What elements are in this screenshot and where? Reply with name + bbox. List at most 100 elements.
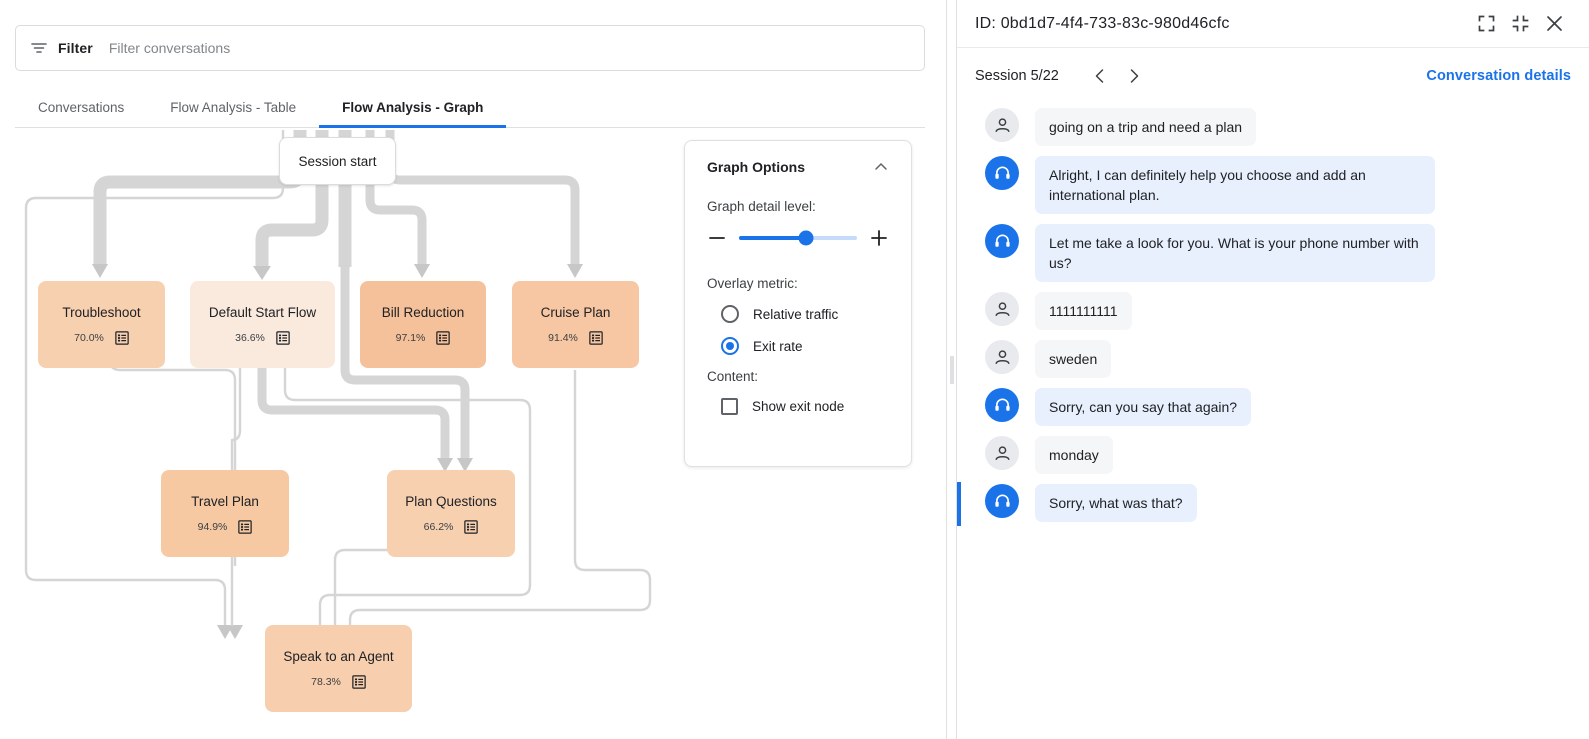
graph-detail-level-label: Graph detail level: bbox=[707, 199, 816, 214]
graph-detail-slider[interactable] bbox=[739, 230, 857, 246]
list-view-icon[interactable] bbox=[115, 330, 129, 345]
chevron-left-icon[interactable] bbox=[1083, 59, 1117, 93]
session-counter: Session 5/22 bbox=[975, 68, 1059, 84]
checkbox-label: Show exit node bbox=[752, 399, 845, 414]
node-title: Bill Reduction bbox=[381, 304, 465, 320]
message-bubble: monday bbox=[1035, 436, 1113, 474]
node-title: Travel Plan bbox=[191, 493, 259, 509]
checkbox-show-exit-node[interactable]: Show exit node bbox=[721, 398, 889, 415]
list-view-icon[interactable] bbox=[589, 330, 603, 345]
user-avatar-icon bbox=[985, 436, 1019, 470]
graph-detail-slider-row bbox=[707, 228, 889, 248]
overlay-metric-label: Overlay metric: bbox=[707, 276, 798, 291]
agent-avatar-icon bbox=[985, 224, 1019, 258]
list-view-icon[interactable] bbox=[352, 674, 366, 689]
message-row: going on a trip and need a plan bbox=[975, 108, 1571, 146]
graph-node-speak-to-an-agent[interactable]: Speak to an Agent 78.3% bbox=[265, 625, 412, 712]
message-row: Sorry, can you say that again? bbox=[975, 388, 1571, 426]
user-avatar-icon bbox=[985, 108, 1019, 142]
filter-icon bbox=[31, 43, 47, 53]
fullscreen-icon[interactable] bbox=[1469, 7, 1503, 41]
graph-node-session-start[interactable]: Session start bbox=[279, 137, 396, 185]
message-row: Alright, I can definitely help you choos… bbox=[975, 156, 1571, 214]
node-title: Cruise Plan bbox=[540, 304, 611, 320]
agent-avatar-icon bbox=[985, 484, 1019, 518]
filter-label: Filter bbox=[58, 40, 93, 56]
graph-node-cruise-plan[interactable]: Cruise Plan 91.4% bbox=[512, 281, 639, 368]
message-bubble: Let me take a look for you. What is your… bbox=[1035, 224, 1435, 282]
session-navigation-bar: Session 5/22 Conversation details bbox=[957, 48, 1589, 104]
node-exit-rate: 36.6% bbox=[235, 331, 265, 344]
message-row: sweden bbox=[975, 340, 1571, 378]
plus-icon[interactable] bbox=[869, 228, 889, 248]
message-row: monday bbox=[975, 436, 1571, 474]
message-bubble: Sorry, can you say that again? bbox=[1035, 388, 1252, 426]
node-meta: 78.3% bbox=[311, 674, 366, 689]
node-meta: 97.1% bbox=[395, 330, 451, 345]
graph-options-header: Graph Options bbox=[707, 159, 889, 175]
tab-flow-analysis-graph[interactable]: Flow Analysis - Graph bbox=[319, 88, 507, 128]
flow-analysis-pane: Filter Conversations Flow Analysis - Tab… bbox=[0, 25, 946, 739]
collapse-icon[interactable] bbox=[1503, 7, 1537, 41]
node-meta: 94.9% bbox=[197, 519, 253, 534]
checkbox-unchecked[interactable] bbox=[721, 398, 738, 415]
message-row-highlighted: Sorry, what was that? bbox=[957, 482, 1571, 526]
list-view-icon[interactable] bbox=[276, 330, 290, 345]
node-meta: 70.0% bbox=[74, 330, 129, 345]
message-bubble: going on a trip and need a plan bbox=[1035, 108, 1257, 146]
graph-options-panel: Graph Options Graph detail level: bbox=[684, 140, 912, 467]
close-icon[interactable] bbox=[1537, 7, 1571, 41]
node-meta: 36.6% bbox=[235, 330, 290, 345]
list-view-icon[interactable] bbox=[464, 519, 479, 534]
message-bubble: sweden bbox=[1035, 340, 1112, 378]
graph-node-travel-plan[interactable]: Travel Plan 94.9% bbox=[161, 470, 289, 557]
slider-fill bbox=[739, 236, 807, 240]
tab-flow-analysis-table[interactable]: Flow Analysis - Table bbox=[170, 100, 297, 115]
conversation-detail-pane: ID: 0bd1d7-4f4-733-83c-980d46cfc bbox=[957, 0, 1589, 739]
node-meta: 66.2% bbox=[423, 519, 479, 534]
message-row: Let me take a look for you. What is your… bbox=[975, 224, 1571, 282]
message-list[interactable]: going on a trip and need a plan Alright,… bbox=[957, 104, 1589, 739]
graph-node-bill-reduction[interactable]: Bill Reduction 97.1% bbox=[360, 281, 486, 368]
node-exit-rate: 70.0% bbox=[74, 331, 104, 344]
node-exit-rate: 97.1% bbox=[395, 331, 426, 344]
resize-grip-icon bbox=[949, 355, 954, 384]
radio-button-selected[interactable] bbox=[721, 337, 739, 355]
node-title: Plan Questions bbox=[405, 493, 497, 509]
node-exit-rate: 91.4% bbox=[548, 331, 578, 344]
graph-node-troubleshoot[interactable]: Troubleshoot 70.0% bbox=[38, 281, 165, 368]
slider-thumb[interactable] bbox=[798, 230, 814, 246]
user-avatar-icon bbox=[985, 340, 1019, 374]
minus-icon[interactable] bbox=[707, 228, 727, 248]
node-title: Troubleshoot bbox=[62, 304, 141, 320]
user-avatar-icon bbox=[985, 292, 1019, 326]
agent-avatar-icon bbox=[985, 156, 1019, 190]
tab-conversations[interactable]: Conversations bbox=[38, 100, 125, 115]
chevron-right-icon[interactable] bbox=[1117, 59, 1151, 93]
graph-node-default-start-flow[interactable]: Default Start Flow 36.6% bbox=[190, 281, 335, 368]
detail-header: ID: 0bd1d7-4f4-733-83c-980d46cfc bbox=[957, 0, 1589, 48]
radio-exit-rate[interactable]: Exit rate bbox=[721, 337, 889, 355]
node-title: Speak to an Agent bbox=[283, 648, 394, 664]
graph-node-plan-questions[interactable]: Plan Questions 66.2% bbox=[387, 470, 515, 557]
pane-resize-handle[interactable] bbox=[946, 0, 957, 739]
node-exit-rate: 78.3% bbox=[311, 675, 341, 688]
list-view-icon[interactable] bbox=[238, 519, 253, 534]
chevron-up-icon[interactable] bbox=[873, 159, 889, 175]
list-view-icon[interactable] bbox=[436, 330, 451, 345]
node-exit-rate: 94.9% bbox=[197, 520, 228, 533]
conversation-details-link[interactable]: Conversation details bbox=[1426, 68, 1571, 84]
panel-title: Graph Options bbox=[707, 159, 805, 175]
filter-bar[interactable]: Filter bbox=[15, 25, 925, 71]
radio-relative-traffic[interactable]: Relative traffic bbox=[721, 305, 889, 323]
radio-label: Relative traffic bbox=[753, 306, 839, 322]
node-title: Default Start Flow bbox=[208, 304, 317, 320]
search-input[interactable] bbox=[106, 26, 910, 70]
node-exit-rate: 66.2% bbox=[423, 520, 454, 533]
content-label: Content: bbox=[707, 369, 759, 384]
node-meta: 91.4% bbox=[548, 330, 603, 345]
radio-button-unselected[interactable] bbox=[721, 305, 739, 323]
message-bubble: Sorry, what was that? bbox=[1035, 484, 1197, 522]
flow-graph-canvas[interactable]: Session start Troubleshoot 70.0% bbox=[0, 130, 946, 739]
